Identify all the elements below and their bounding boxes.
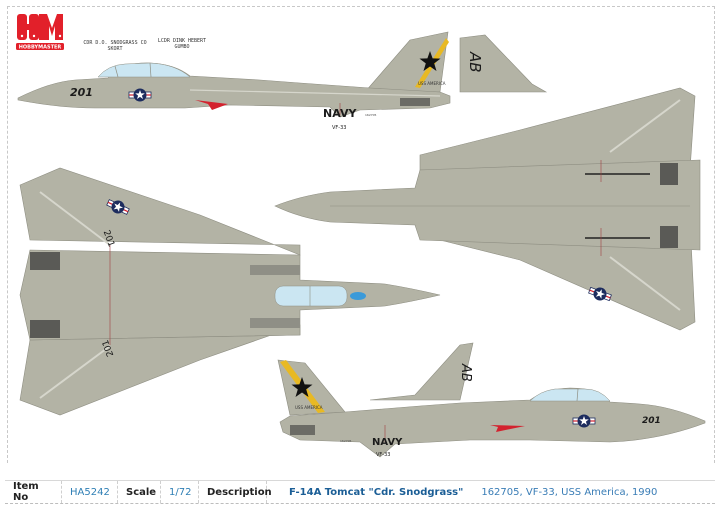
- side-profile-left: USS AMERICA 201 NAVY VF-33 162705: [17, 31, 451, 131]
- fin-tail-code: AB: [466, 51, 484, 73]
- scale-label: Scale: [118, 481, 161, 503]
- description-detail: 162705, VF-33, USS America, 1990: [481, 486, 658, 498]
- side-squadron: VF-33: [332, 125, 346, 131]
- description-value: F-14A Tomcat "Cdr. Snodgrass" 162705, VF…: [267, 481, 715, 503]
- description-title: F-14A Tomcat "Cdr. Snodgrass": [289, 486, 464, 498]
- item-no-label: Item No: [5, 481, 62, 503]
- rio-callsign: GUMBO: [174, 44, 190, 50]
- side-navy-right: NAVY: [372, 437, 403, 448]
- underside-view: [274, 87, 701, 331]
- logo-subtext: HOBBYMASTER: [19, 45, 62, 51]
- hobbymaster-logo: HOBBYMASTER: [16, 14, 64, 51]
- tail-fin-right: AB: [459, 34, 548, 93]
- tail-ship-name: USS AMERICA: [418, 81, 446, 86]
- page-border: [7, 6, 715, 463]
- item-no-value: HA5242: [62, 481, 118, 503]
- side-modex-right: 201: [642, 416, 661, 426]
- aircraft-profiles: USS AMERICA 201 NAVY VF-33 162705 AB: [17, 31, 706, 458]
- fin-tail-code-right: AB: [458, 363, 473, 382]
- pilot-callsign: SKORT: [107, 46, 123, 52]
- side-squadron-right: VF-33: [376, 452, 390, 458]
- pilot-line1: CDR D.O. SNODGRASS CO: [83, 40, 147, 46]
- top-view: 201 201: [19, 167, 441, 416]
- rio-line1: LCDR DINK HEBERT: [157, 38, 207, 44]
- info-bar: Item No HA5242 Scale 1/72 Description F-…: [5, 480, 715, 504]
- side-bureau: 162705: [365, 113, 377, 117]
- tail-ship-name-right: USS AMERICA: [295, 405, 323, 410]
- side-modex: 201: [70, 86, 93, 99]
- side-navy: NAVY: [323, 107, 357, 120]
- scale-value: 1/72: [161, 481, 199, 503]
- side-bureau-right: 162705: [340, 439, 352, 443]
- description-label: Description: [199, 481, 272, 503]
- pilot-name: CDR D.O. SNODGRASS CO SKORT: [80, 40, 150, 52]
- side-profile-right: AB USS AMERICA 201 NAVY VF-33 162705: [277, 342, 706, 458]
- rio-name: LCDR DINK HEBERT GUMBO: [152, 38, 212, 50]
